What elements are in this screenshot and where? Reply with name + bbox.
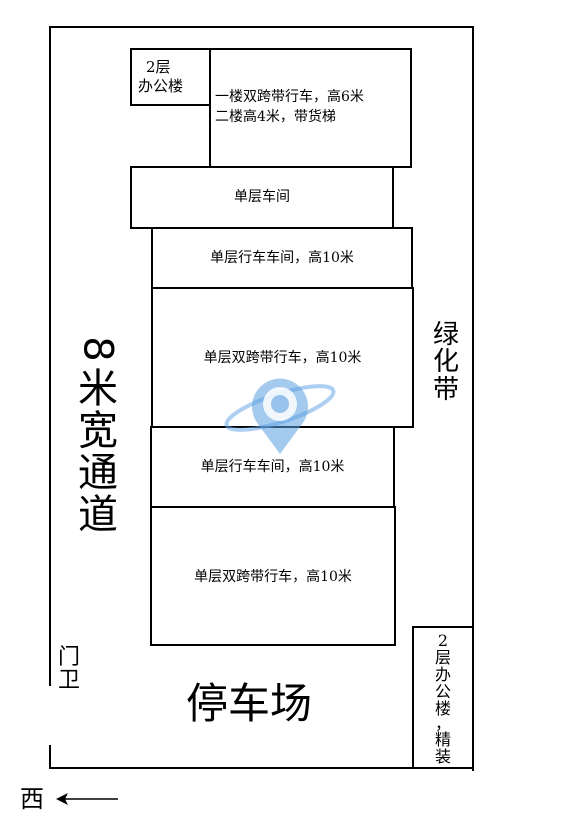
arrow-left-icon — [56, 793, 118, 805]
bay-double-span-2: 单层双跨带行车，高10米 — [150, 506, 396, 646]
green-belt-char: 绿 — [432, 320, 459, 350]
office-bottom: 2 层 办 公 楼 ， 精 装 — [412, 626, 474, 769]
office-bottom-char: 装 — [434, 747, 451, 766]
boundary-left-upper — [49, 26, 51, 686]
guard-label: 门 卫 — [54, 646, 84, 692]
road-char: 8 — [74, 336, 121, 362]
compass-west-label: 西 — [20, 785, 44, 813]
green-belt-label: 绿 化 带 — [428, 320, 464, 405]
green-belt-char: 带 — [432, 374, 459, 405]
guard-char: 门 — [57, 645, 80, 670]
watermark-logo-icon — [224, 378, 336, 454]
green-belt-char: 化 — [432, 347, 459, 378]
office-top: 2层 办公楼 — [130, 48, 211, 106]
road-char: 通 — [78, 450, 118, 496]
office-bottom-char: 公 — [434, 682, 451, 701]
building-top-right-line2: 二楼高4米，带货梯 — [215, 109, 336, 125]
bay-label: 单层行车车间，高10米 — [210, 249, 354, 266]
guard-char: 卫 — [57, 668, 80, 694]
bay-single-workshop: 单层车间 — [130, 166, 394, 229]
boundary-top — [49, 26, 474, 28]
office-bottom-char: ， — [434, 714, 451, 733]
office-top-line2: 办公楼 — [138, 77, 184, 95]
bay-label: 单层双跨带行车，高10米 — [194, 569, 352, 585]
office-bottom-char: 楼 — [434, 699, 451, 718]
office-bottom-char: 2 — [437, 631, 449, 650]
building-top-right: 一楼双跨带行车，高6米 二楼高4米，带货梯 — [209, 48, 412, 168]
bay-label: 单层双跨带行车，高10米 — [203, 350, 362, 366]
road-char: 道 — [78, 492, 118, 538]
bay-label: 单层车间 — [234, 189, 290, 205]
office-bottom-char: 精 — [434, 730, 451, 749]
boundary-right — [472, 26, 474, 771]
office-bottom-char: 层 — [434, 648, 451, 667]
office-top-line1: 2层 — [146, 58, 171, 76]
road-char: 宽 — [78, 408, 118, 454]
building-top-right-line1: 一楼双跨带行车，高6米 — [215, 89, 364, 105]
office-bottom-char: 办 — [434, 665, 451, 684]
boundary-left-lower — [49, 745, 51, 769]
boundary-bottom — [49, 767, 474, 769]
parking-label: 停车场 — [186, 679, 313, 728]
bay-crane-workshop-1: 单层行车车间，高10米 — [151, 227, 413, 289]
office-bottom-label: 2 层 办 公 楼 ， 精 装 — [428, 632, 458, 765]
left-road-label: 8 米 宽 通 道 — [68, 330, 128, 536]
bay-label: 单层行车车间，高10米 — [200, 458, 345, 475]
road-char: 米 — [78, 366, 118, 412]
